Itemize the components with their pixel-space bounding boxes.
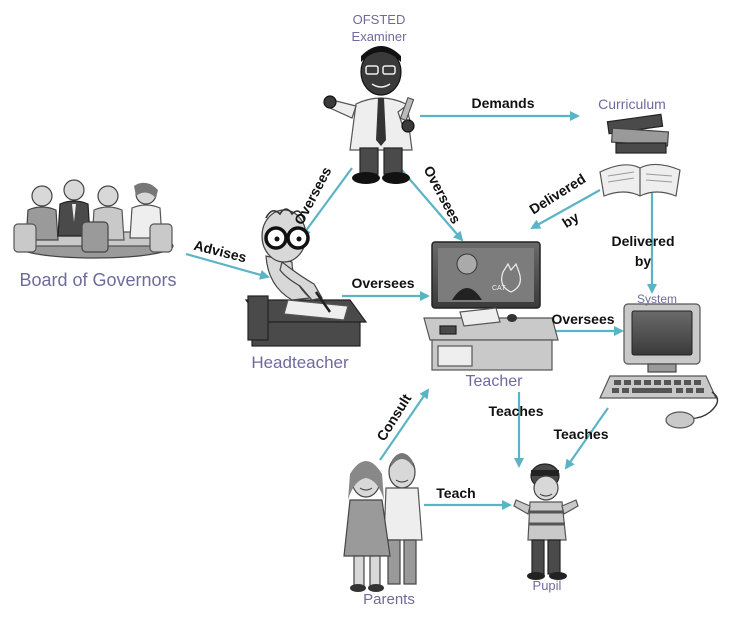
arrow-ofsted-to-teacher (399, 167, 464, 242)
headteacher-illustration (244, 208, 368, 347)
edge-label-oversees-head-teacher: Oversees (351, 275, 414, 291)
parents-label: Parents (363, 591, 415, 608)
curriculum-label: Curriculum (598, 96, 666, 112)
edge-label-delivered-by-system-line1: Delivered (611, 233, 674, 249)
arrow-ofsted-to-headteacher (300, 167, 353, 238)
edge-label-delivered-by-teacher-line1: Delivered (526, 170, 588, 217)
board-of-governors-label: Board of Governors (19, 270, 176, 290)
parents-illustration (343, 453, 423, 592)
system-computer-illustration (599, 303, 719, 429)
ofsted-label-line2: Examiner (352, 29, 408, 44)
pupil-illustration (513, 463, 579, 580)
edge-label-delivered-by-teacher-line2: by (559, 209, 582, 231)
arrow-consult (379, 388, 430, 461)
edge-label-delivered-by-system-line2: by (635, 253, 652, 269)
svg-text:CAT: CAT (492, 285, 506, 292)
ofsted-label-line1: OFSTED (353, 12, 406, 27)
curriculum-books-illustration (599, 113, 681, 197)
arrows (185, 111, 657, 510)
teacher-label: Teacher (466, 373, 524, 390)
arrow-system-to-pupil (564, 407, 609, 470)
arrow-advises (185, 252, 270, 280)
edge-label-teaches-system-pupil: Teaches (554, 426, 609, 442)
pupil-label: Pupil (533, 578, 562, 593)
edge-label-teach-parents-pupil: Teach (436, 485, 475, 501)
system-label: System (637, 292, 677, 306)
teacher-illustration: CAT (423, 241, 559, 371)
edge-label-demands: Demands (471, 95, 534, 111)
edge-label-oversees-ofsted-head: Oversees (291, 164, 335, 227)
edge-label-advises: Advises (192, 237, 248, 266)
headteacher-label: Headteacher (251, 353, 349, 372)
edge-label-teaches-teacher-pupil: Teaches (489, 403, 544, 419)
ofsted-examiner-illustration (323, 46, 415, 184)
board-of-governors-illustration (13, 179, 174, 259)
arrow-curriculum-to-teacher (530, 189, 601, 229)
edge-label-oversees-teacher-system: Oversees (551, 311, 614, 327)
